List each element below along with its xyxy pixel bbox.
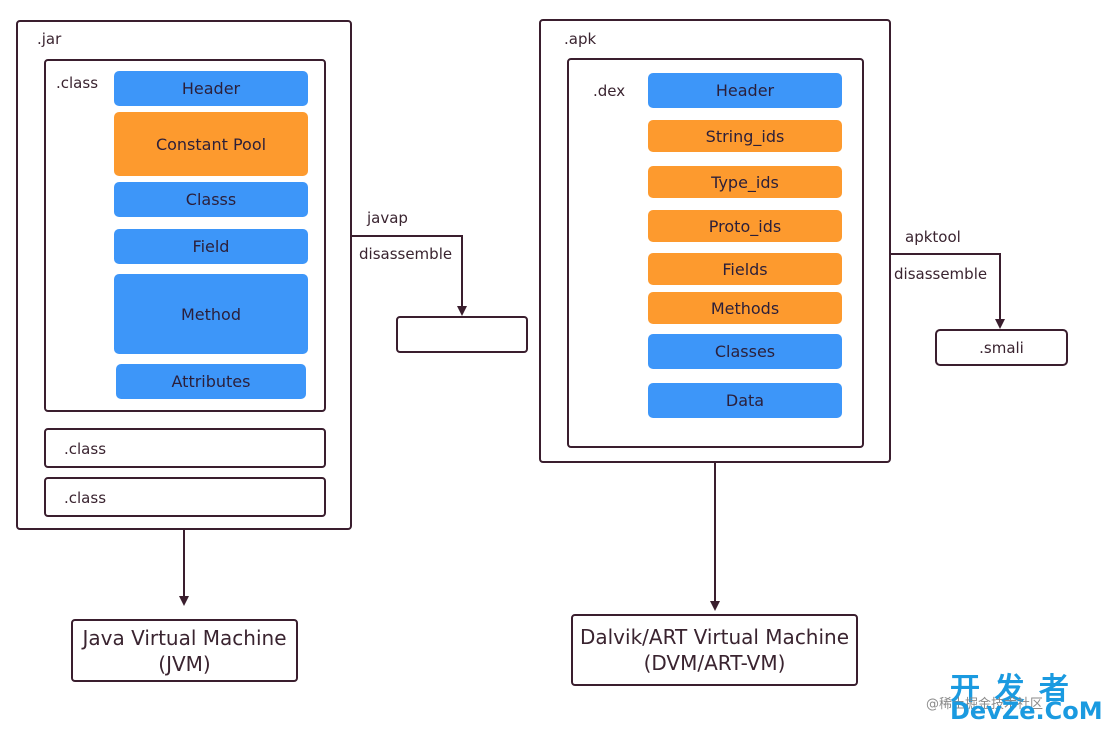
dvm-box: Dalvik/ART Virtual Machine (DVM/ART-VM) — [571, 614, 858, 686]
dex-type-ids-block: Type_ids — [648, 166, 842, 198]
dex-fields-block: Fields — [648, 253, 842, 285]
jar-label: .jar — [37, 30, 62, 48]
dex-header-block: Header — [648, 73, 842, 108]
dex-string-ids-block: String_ids — [648, 120, 842, 152]
javap-output-box — [396, 316, 528, 353]
jvm-line1: Java Virtual Machine — [82, 625, 287, 650]
class-field-block: Field — [114, 229, 308, 264]
dvm-line2: (DVM/ART-VM) — [643, 651, 786, 675]
class-classs-block: Classs — [114, 182, 308, 217]
watermark-sub: @稀土掘金技术社区 — [926, 697, 1044, 712]
dex-proto-ids-block: Proto_ids — [648, 210, 842, 242]
class-method-block: Method — [114, 274, 308, 354]
class-attributes-block: Attributes — [116, 364, 306, 399]
class-box-3 — [44, 477, 326, 517]
javap-arrow — [326, 235, 467, 316]
apktool-arrow — [863, 253, 1005, 329]
smali-output-box: .smali — [935, 329, 1068, 366]
dvm-line1: Dalvik/ART Virtual Machine — [579, 625, 850, 649]
dex-classes-block: Classes — [648, 334, 842, 369]
dex-label: .dex — [593, 82, 626, 100]
class-main-label: .class — [56, 74, 99, 92]
watermark-cn: 开 发 者 — [950, 672, 1071, 707]
dex-methods-block: Methods — [648, 292, 842, 324]
class-constant-pool-block: Constant Pool — [114, 112, 308, 176]
class-header-block: Header — [114, 71, 308, 106]
watermark-brand: DevZe.CoM — [950, 697, 1103, 725]
class-box-2 — [44, 428, 326, 468]
class-box-2-label: .class — [64, 440, 107, 458]
javap-label: javap — [367, 209, 408, 227]
class-box-3-label: .class — [64, 489, 107, 507]
jvm-line2: (JVM) — [158, 651, 211, 676]
dex-data-block: Data — [648, 383, 842, 418]
apktool-disassemble-label: disassemble — [894, 265, 988, 283]
jvm-box: Java Virtual Machine (JVM) — [71, 619, 298, 682]
apk-label: .apk — [564, 30, 597, 48]
javap-disassemble-label: disassemble — [359, 245, 453, 263]
apktool-label: apktool — [905, 228, 961, 246]
